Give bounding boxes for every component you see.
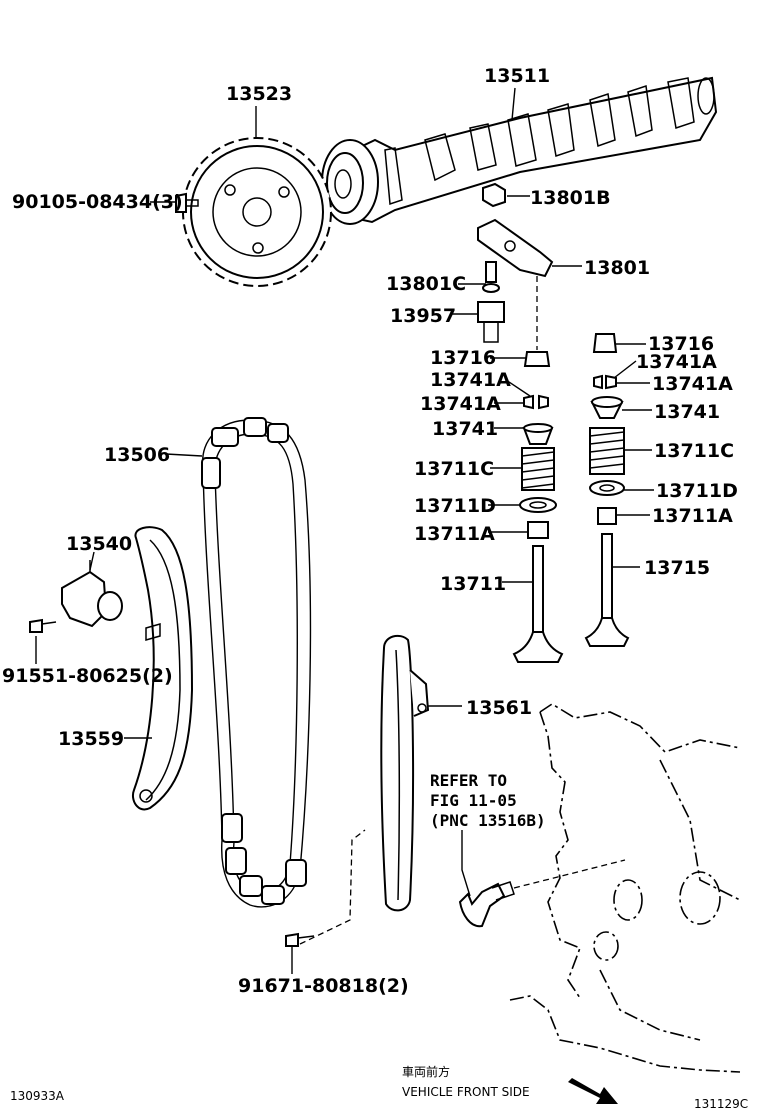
figure-code-left: 130933A [10, 1089, 65, 1103]
engine-block-outline [509, 703, 741, 1073]
label-intake-seal: 13711A [414, 523, 495, 545]
label-chain-slipper: 13559 [58, 728, 124, 750]
tensioner-part [61, 560, 123, 628]
camshaft-part [321, 76, 718, 225]
chain-slipper-part [132, 526, 194, 811]
nut-13801b-part [482, 182, 506, 208]
chain-damper-part [380, 634, 430, 912]
label-intake-spring: 13711C [414, 458, 494, 480]
label-bolt-13957: 13957 [390, 305, 456, 327]
damper-bolt-part [285, 932, 315, 947]
vehicle-front-label-jp: 車両前方 [402, 1064, 450, 1079]
refer-note-line1: REFER TO [430, 771, 507, 790]
bolt-13957-part [477, 301, 505, 343]
label-exhaust-key-lower: 13741A [652, 373, 733, 395]
label-rocker-arm: 13801 [584, 257, 650, 279]
cam-sprocket-part [182, 137, 332, 287]
refer-note-line2: FIG 11-05 [430, 791, 517, 810]
label-intake-retainer: 13741 [432, 418, 498, 440]
label-camshaft: 13511 [484, 65, 550, 87]
figure-code-right: 131129C [694, 1097, 748, 1111]
label-tensioner-bolt: 91551-80625(2) [2, 665, 173, 687]
label-chain-damper: 13561 [466, 697, 532, 719]
exhaust-valve-stack [584, 333, 630, 647]
label-exhaust-key-upper: 13741A [636, 351, 717, 373]
label-tensioner: 13540 [66, 533, 132, 555]
label-damper-bolt: 91671-80818(2) [238, 975, 409, 997]
label-sprocket-bolt: 90105-08434(3) [12, 191, 183, 213]
label-timing-chain: 13506 [104, 444, 170, 466]
rocker-arm-part [477, 218, 554, 278]
label-exhaust-seal: 13711A [652, 505, 733, 527]
label-intake-valve: 13711 [440, 573, 506, 595]
label-exhaust-valve: 13715 [644, 557, 710, 579]
label-cam-sprocket: 13523 [226, 83, 292, 105]
label-exhaust-cap: 13716 [648, 333, 714, 355]
leader-lines [35, 87, 654, 974]
vehicle-front-label-en: VEHICLE FRONT SIDE [402, 1085, 530, 1099]
vehicle-front-arrow [568, 1078, 618, 1104]
label-intake-cap: 13716 [430, 347, 496, 369]
sprocket-bolt-part [175, 192, 199, 213]
label-intake-seat: 13711D [414, 495, 496, 517]
label-exhaust-seat: 13711D [656, 480, 738, 502]
timing-chain-part [201, 417, 312, 908]
intake-valve-stack [512, 351, 564, 663]
refer-note-line3: (PNC 13516B) [430, 811, 546, 830]
label-exhaust-spring: 13711C [654, 440, 734, 462]
bolt-13801c-part [482, 261, 500, 293]
label-intake-key-lower: 13741A [420, 393, 501, 415]
label-intake-key-upper: 13741A [430, 369, 511, 391]
oil-pipe-part [458, 881, 515, 928]
tensioner-bolt-part [29, 618, 57, 633]
label-exhaust-retainer: 13741 [654, 401, 720, 423]
label-bolt-13801c: 13801C [386, 273, 466, 295]
label-nut-13801b: 13801B [530, 187, 611, 209]
